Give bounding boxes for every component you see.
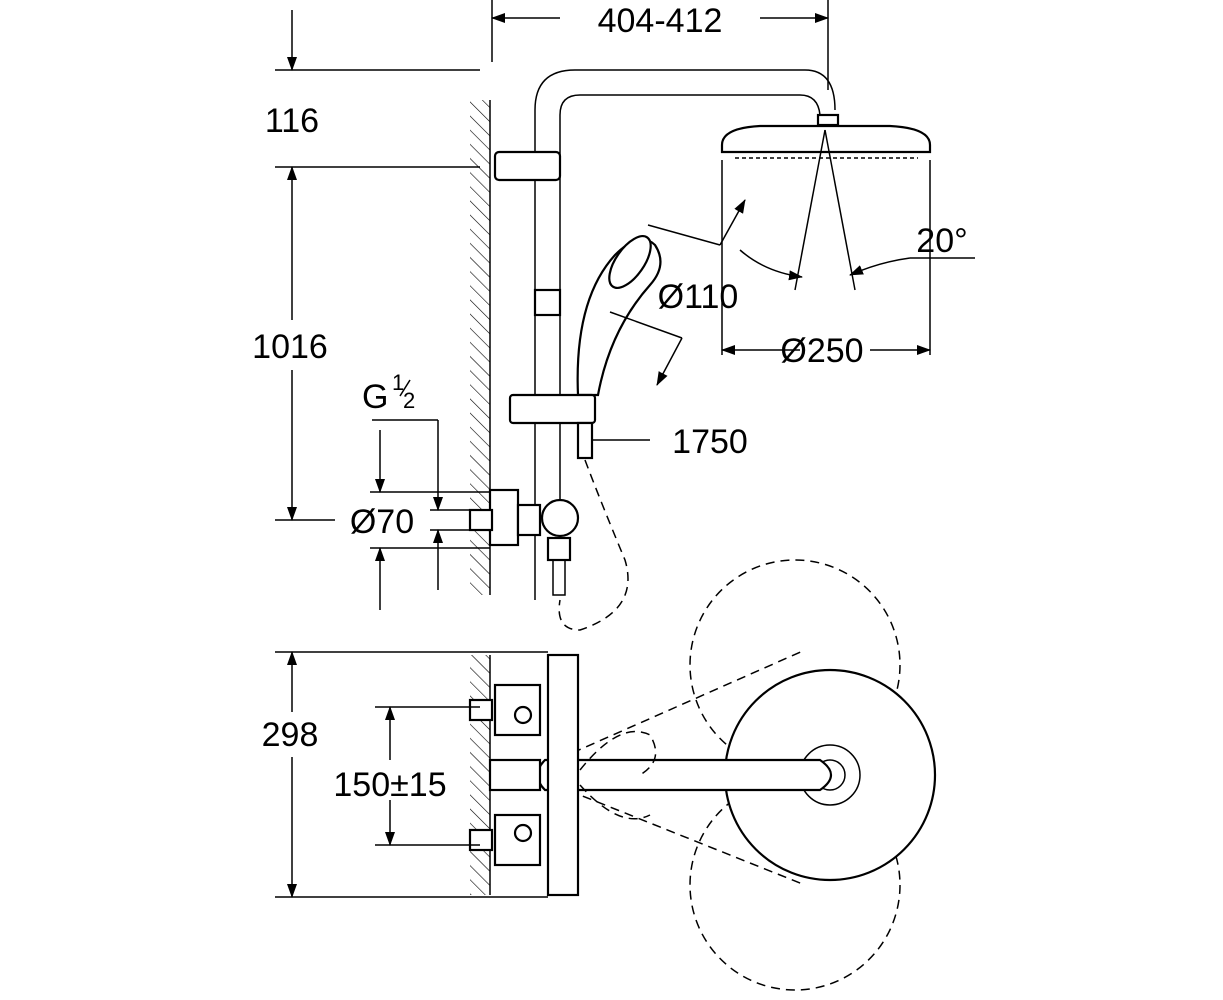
thread-numerator: 1	[392, 370, 404, 395]
plan-depth-label: 298	[262, 716, 319, 754]
thread-label: G	[362, 378, 388, 416]
riser-height-label: 1016	[252, 328, 328, 366]
riser-pipe	[493, 69, 836, 600]
inlet-spacing-label: 150±15	[333, 766, 446, 804]
spray-angle-label: 20°	[916, 222, 967, 260]
top-height-label: 116	[265, 102, 319, 140]
hand-diameter-label: Ø110	[658, 278, 739, 316]
plan-dimensions: 298 150±15	[245, 651, 548, 898]
dimension-heights: 116 1016	[240, 10, 480, 521]
wall-plan	[470, 655, 491, 895]
head-diameter-label: Ø250	[780, 332, 863, 370]
thermostat-elevation	[468, 488, 580, 596]
plan-view	[468, 559, 937, 991]
hand-shower: Ø110 1750	[508, 199, 748, 631]
thread-denominator: 2	[403, 388, 415, 413]
dimension-arm-width: 404-412	[491, 0, 829, 90]
inlet-dimensions: G 1 2 Ø70	[350, 370, 490, 610]
inlet-diameter-label: Ø70	[350, 503, 414, 541]
hose-length-label: 1750	[672, 423, 748, 461]
arm-width-label: 404-412	[598, 2, 723, 40]
head-shower: Ø250 20°	[720, 113, 975, 370]
